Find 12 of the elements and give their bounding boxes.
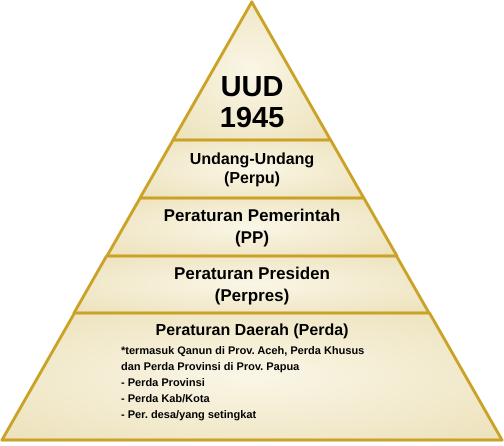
tier-title: Undang-Undang (Perpu) [188,150,316,188]
list-item: - Per. desa/yang setingkat [121,408,256,423]
footnote-text: *termasuk Qanun di Prov. Aceh, Perda Khusus dan Perda Provinsi di Prov. Papua [121,344,366,375]
list-item: - Perda Kab/Kota [121,392,210,407]
tier-title: Peraturan Presiden (Perpres) [173,262,331,306]
pyramid-apex-tier [173,2,331,140]
tier-title: Peraturan Daerah (Perda) [156,321,348,341]
tier-title: Peraturan Pemerintah (PP) [162,205,342,249]
tier-title: UUD 1945 [218,72,286,134]
list-item: - Perda Provinsi [121,376,205,391]
pyramid-tier [140,140,364,198]
pyramid-tier [107,198,397,256]
